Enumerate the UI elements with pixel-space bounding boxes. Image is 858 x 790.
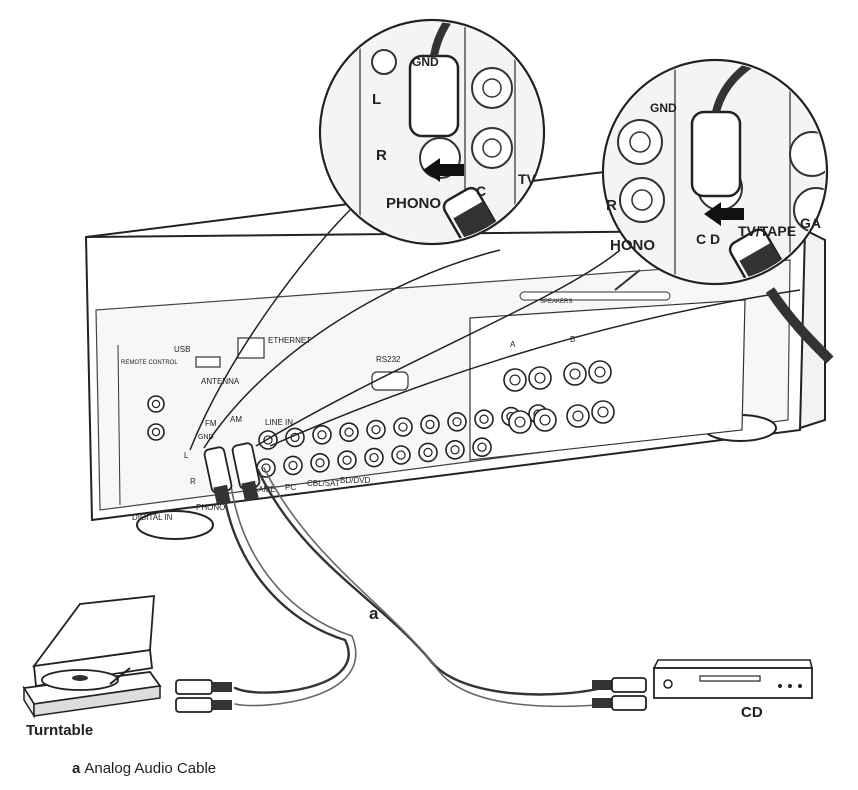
zoom-circle-left: GND L R PHONO C TV (318, 18, 546, 246)
analog-audio-cables (220, 467, 612, 708)
label-pc: PC (285, 483, 296, 492)
legend-key: a (72, 760, 81, 777)
label-usb: USB (174, 345, 190, 354)
rca-jack-center (423, 447, 433, 458)
label-gnd: GND (198, 434, 214, 441)
rca-jack-center (398, 422, 408, 432)
zoom-cable-right (765, 287, 834, 364)
label-l: L (184, 451, 189, 460)
label-cbl-sat: CBL/SAT (307, 479, 340, 488)
zoom-right-gnd: GND (650, 101, 677, 115)
label-bd-dvd: BD/DVD (340, 476, 370, 485)
rca-jack-center (288, 460, 298, 471)
rca-jack-center (369, 452, 379, 463)
rca-jack-center (317, 430, 327, 440)
rca-jack-center (151, 399, 161, 409)
rca-jack-center (342, 455, 352, 465)
rca-jack-center (344, 427, 354, 437)
av-receiver (84, 168, 826, 540)
rca-jack-center (539, 414, 551, 426)
cd-label: CD (741, 704, 763, 721)
label-line-in: LINE IN (265, 418, 293, 427)
rca-jack-center (594, 366, 606, 378)
label-speakers: SPEAKERS (540, 299, 572, 305)
label-antenna: ANTENNA (201, 377, 240, 386)
rca-jack-center (452, 417, 462, 427)
zoom-callout-lines (189, 209, 801, 451)
zoom-left-r: R (376, 147, 387, 164)
rca-jack-center (151, 427, 161, 437)
label-digital-in: DIGITAL IN (132, 513, 173, 522)
label-speaker-b: B (570, 335, 575, 344)
rca-jack-center (371, 424, 381, 435)
rca-jack-center (315, 458, 325, 468)
zoom-right-phono: HONO (610, 237, 655, 254)
label-ethernet: ETHERNET (268, 336, 311, 345)
zoom-left-gnd: GND (412, 55, 439, 69)
label-rs232: RS232 (376, 355, 401, 364)
rca-jack-center (514, 416, 526, 428)
rca-jack-center (534, 372, 546, 384)
rca-jack-center (597, 406, 609, 418)
label-game: GAME (252, 485, 276, 494)
zoom-right-tv-tape: TV/TAPE (738, 223, 796, 239)
label-speaker-a: A (510, 340, 516, 349)
zoom-right-r: R (606, 197, 617, 214)
label-am: AM (230, 415, 242, 424)
turntable-label: Turntable (26, 722, 94, 739)
panel-labels: USB ETHERNET ANTENNA FM AM RS232 LINE IN… (121, 299, 575, 522)
rca-jack-center (396, 450, 406, 460)
zoom-right-cd: C D (696, 231, 720, 247)
zoom-left-tv: TV (518, 171, 537, 187)
legend-text: Analog Audio Cable (84, 760, 217, 777)
rca-jack-center (572, 410, 584, 422)
cd-player (652, 659, 814, 699)
rca-jack-center (509, 374, 521, 386)
rca-jack-center (450, 445, 460, 455)
rca-jack-center (425, 419, 435, 430)
rca-jack-center (477, 442, 487, 452)
turntable-rca-plugs (175, 679, 232, 713)
panel-rca-plugs (203, 442, 261, 506)
turntable (22, 594, 162, 719)
label-remote-control: REMOTE CONTROL (121, 360, 178, 366)
zoom-right-ga: GA (800, 215, 821, 231)
cd-rca-plugs (592, 677, 647, 711)
rca-jack-center (479, 414, 489, 424)
label-r: R (190, 477, 196, 486)
cable-marker: a (369, 604, 379, 623)
label-phono: PHONO (196, 503, 225, 512)
zoom-left-c: C (476, 183, 486, 199)
label-fm: FM (205, 419, 217, 428)
zoom-circle-right: GND R HONO C D TV/TAPE GA (601, 58, 829, 286)
zoom-left-l: L (372, 91, 381, 108)
rca-jack-center (569, 368, 581, 380)
zoom-left-phono: PHONO (386, 195, 441, 212)
